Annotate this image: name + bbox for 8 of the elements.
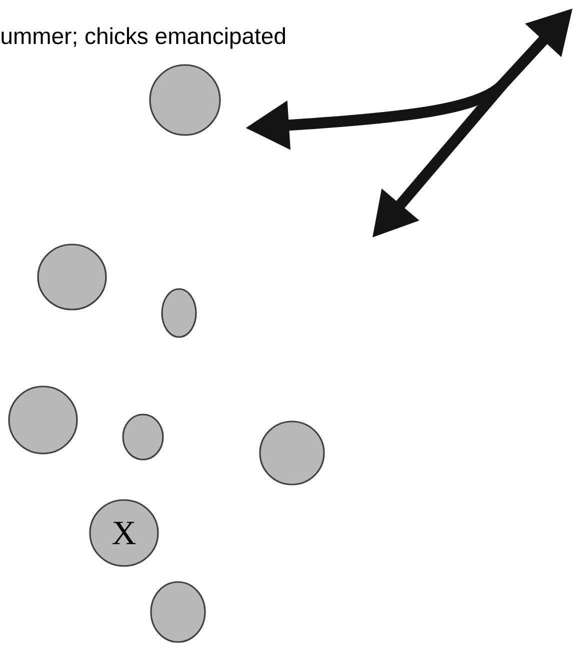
blob [161,288,197,338]
blob [8,386,78,454]
blob [37,244,107,310]
blob [122,414,164,460]
blob [149,64,221,136]
lettered-blob: X [89,499,159,567]
blob [150,581,206,643]
blob [259,420,325,486]
